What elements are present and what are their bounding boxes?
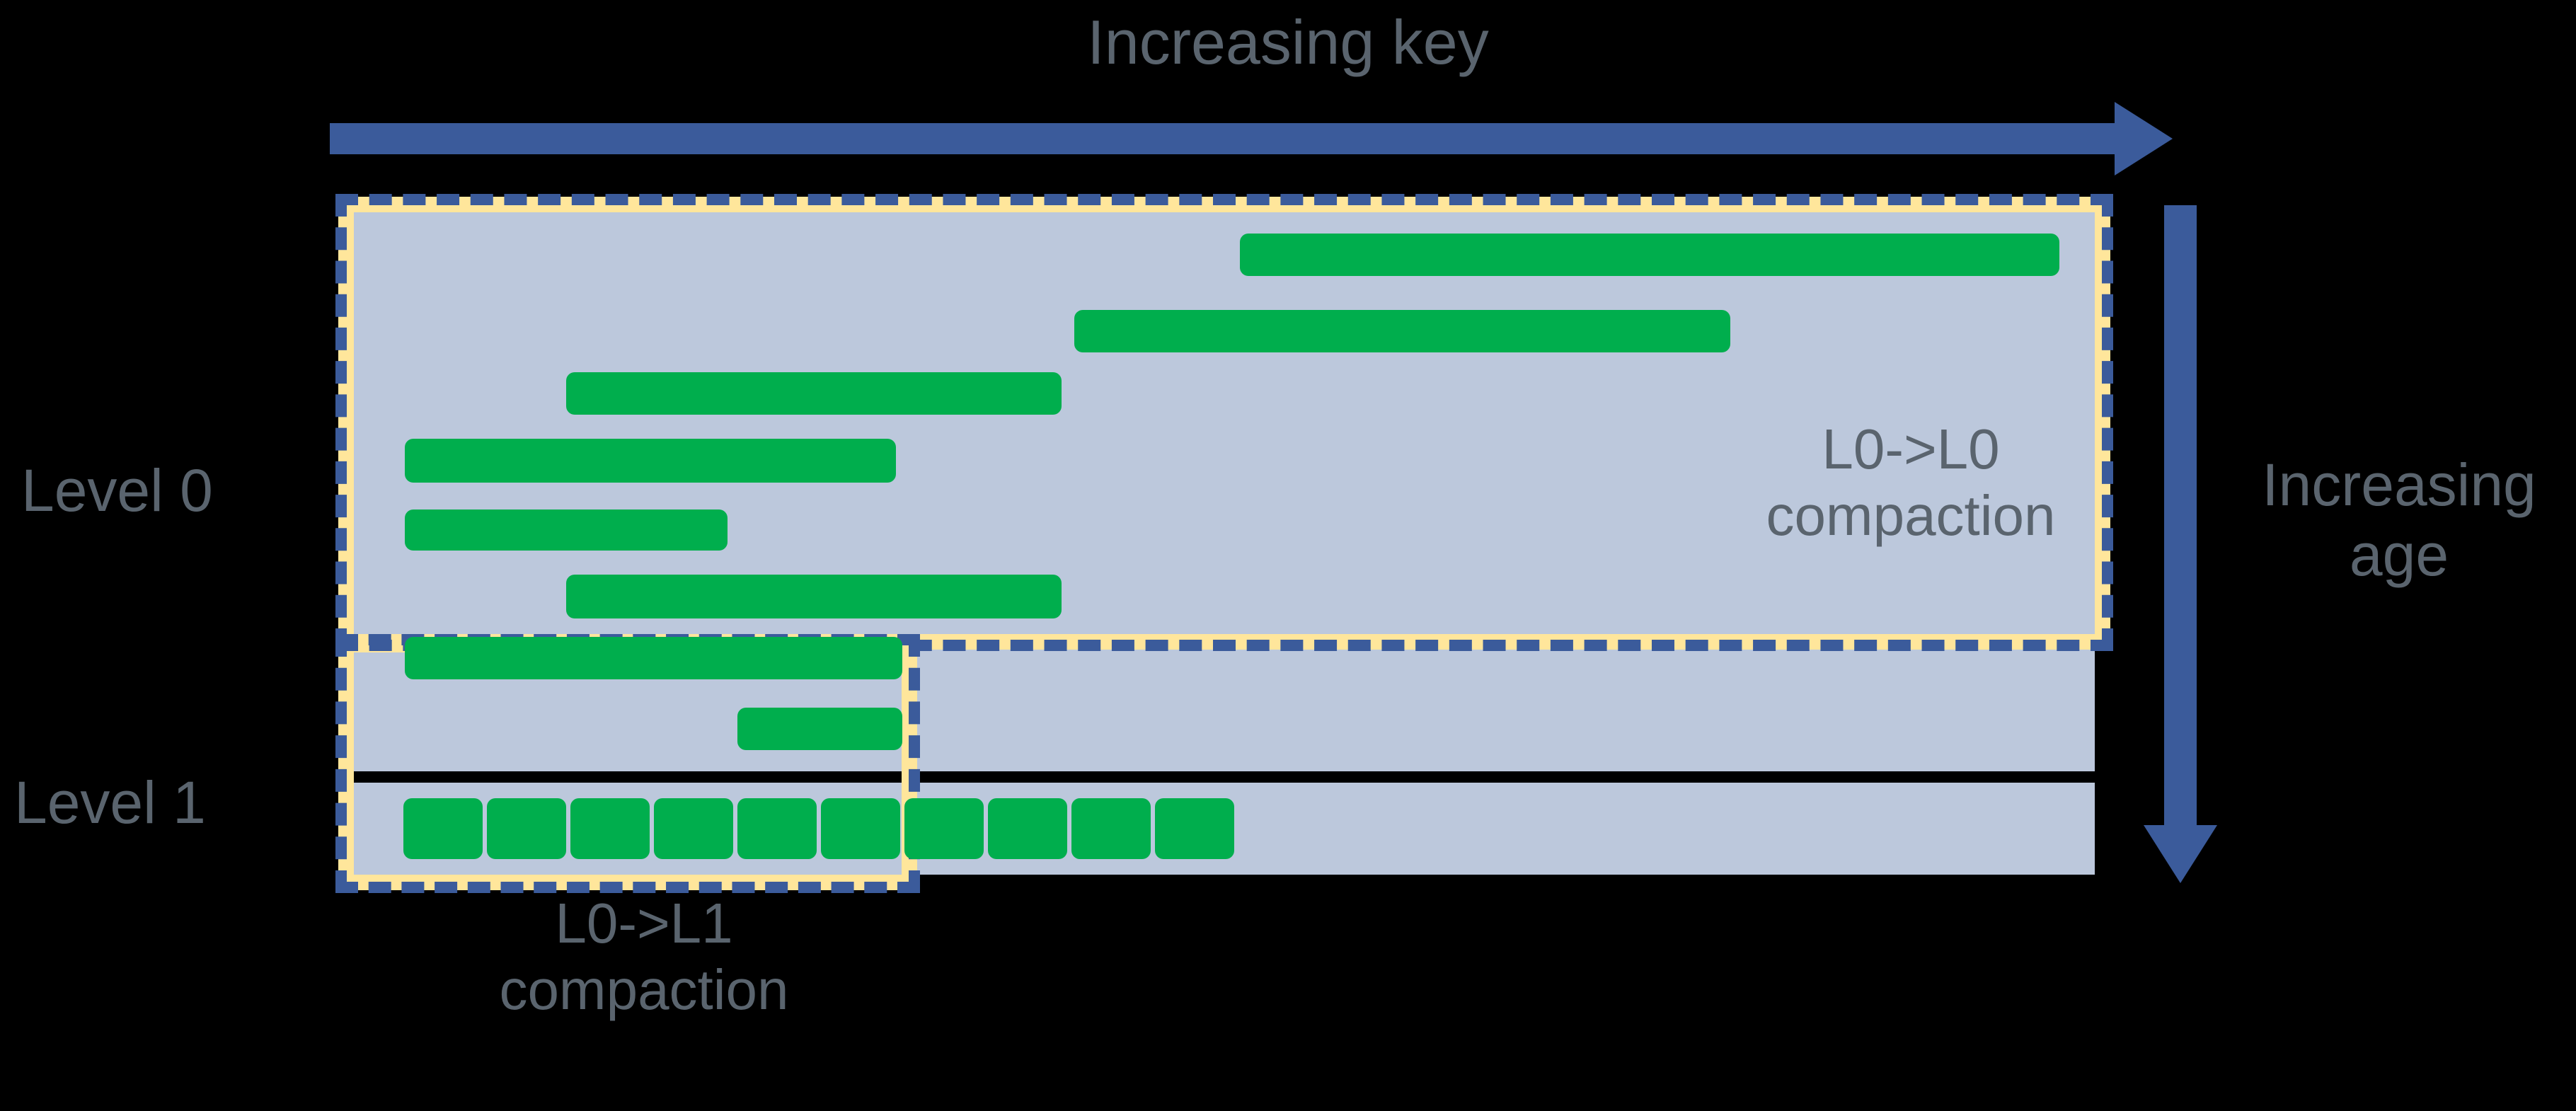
level1-label: Level 1 xyxy=(14,769,206,836)
l1-sstable-4[interactable] xyxy=(654,798,733,859)
l1-sstable-8[interactable] xyxy=(988,798,1067,859)
increasing-key-label: Increasing key xyxy=(1087,7,1489,77)
increasing-key-arrow-shaft xyxy=(330,123,2127,154)
level1-sstable-run xyxy=(403,798,1234,859)
l0-sstable-4[interactable] xyxy=(405,439,896,483)
l1-sstable-5[interactable] xyxy=(737,798,817,859)
l1-sstable-7[interactable] xyxy=(904,798,984,859)
l0-sstable-2[interactable] xyxy=(1074,310,1730,352)
l0-sstable-6[interactable] xyxy=(566,575,1062,618)
l0-sstable-7[interactable] xyxy=(405,637,902,679)
l0-to-l1-compaction-label: L0->L1 compaction xyxy=(499,892,789,1022)
l1-sstable-9[interactable] xyxy=(1071,798,1151,859)
l0-sstable-5[interactable] xyxy=(405,510,728,551)
increasing-key-arrow-head-icon xyxy=(2115,102,2173,175)
l1-sstable-3[interactable] xyxy=(570,798,650,859)
increasing-age-label: Increasing age xyxy=(2262,451,2536,589)
l0-sstable-8[interactable] xyxy=(737,708,902,750)
l1-sstable-10[interactable] xyxy=(1155,798,1234,859)
level0-label: Level 0 xyxy=(21,457,213,524)
l0-to-l0-compaction-label: L0->L0 compaction xyxy=(1766,418,2056,548)
l1-sstable-2[interactable] xyxy=(487,798,566,859)
l1-sstable-6[interactable] xyxy=(821,798,900,859)
l1-sstable-1[interactable] xyxy=(403,798,483,859)
increasing-age-arrow-shaft xyxy=(2164,205,2197,828)
l0-sstable-3[interactable] xyxy=(566,372,1062,415)
increasing-age-arrow-head-icon xyxy=(2144,825,2217,883)
level-divider-line xyxy=(354,771,2095,783)
l0-sstable-1[interactable] xyxy=(1240,234,2059,276)
